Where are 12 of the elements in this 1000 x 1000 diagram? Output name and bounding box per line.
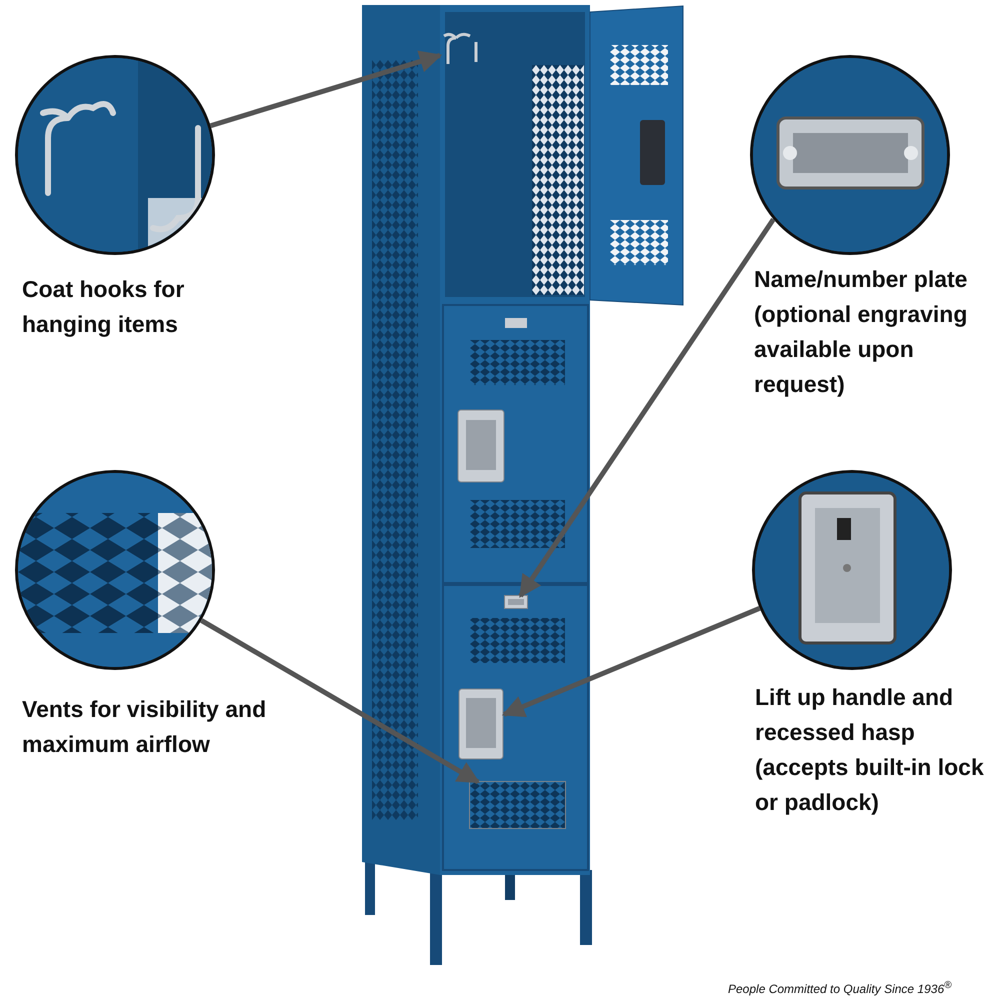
leader-arrow	[210, 50, 442, 128]
callout-text: Vents for visibility and maximum airflow	[22, 695, 268, 759]
leader-arrow	[502, 606, 761, 718]
callout-text: Coat hooks for hanging items	[22, 275, 186, 339]
name-plate	[505, 596, 527, 608]
leader-arrow	[200, 618, 480, 784]
callout-text: Lift up handle and recessed hasp (accepts built-in lock or padlock)	[755, 683, 985, 817]
leader-arrow	[518, 218, 776, 598]
tagline-text: People Committed to Quality Since 1936$^{®}$	[728, 980, 952, 996]
callout-text: Name/number plate (optional engraving available upon request)	[754, 265, 968, 399]
vent	[470, 782, 565, 828]
handle	[458, 688, 504, 760]
